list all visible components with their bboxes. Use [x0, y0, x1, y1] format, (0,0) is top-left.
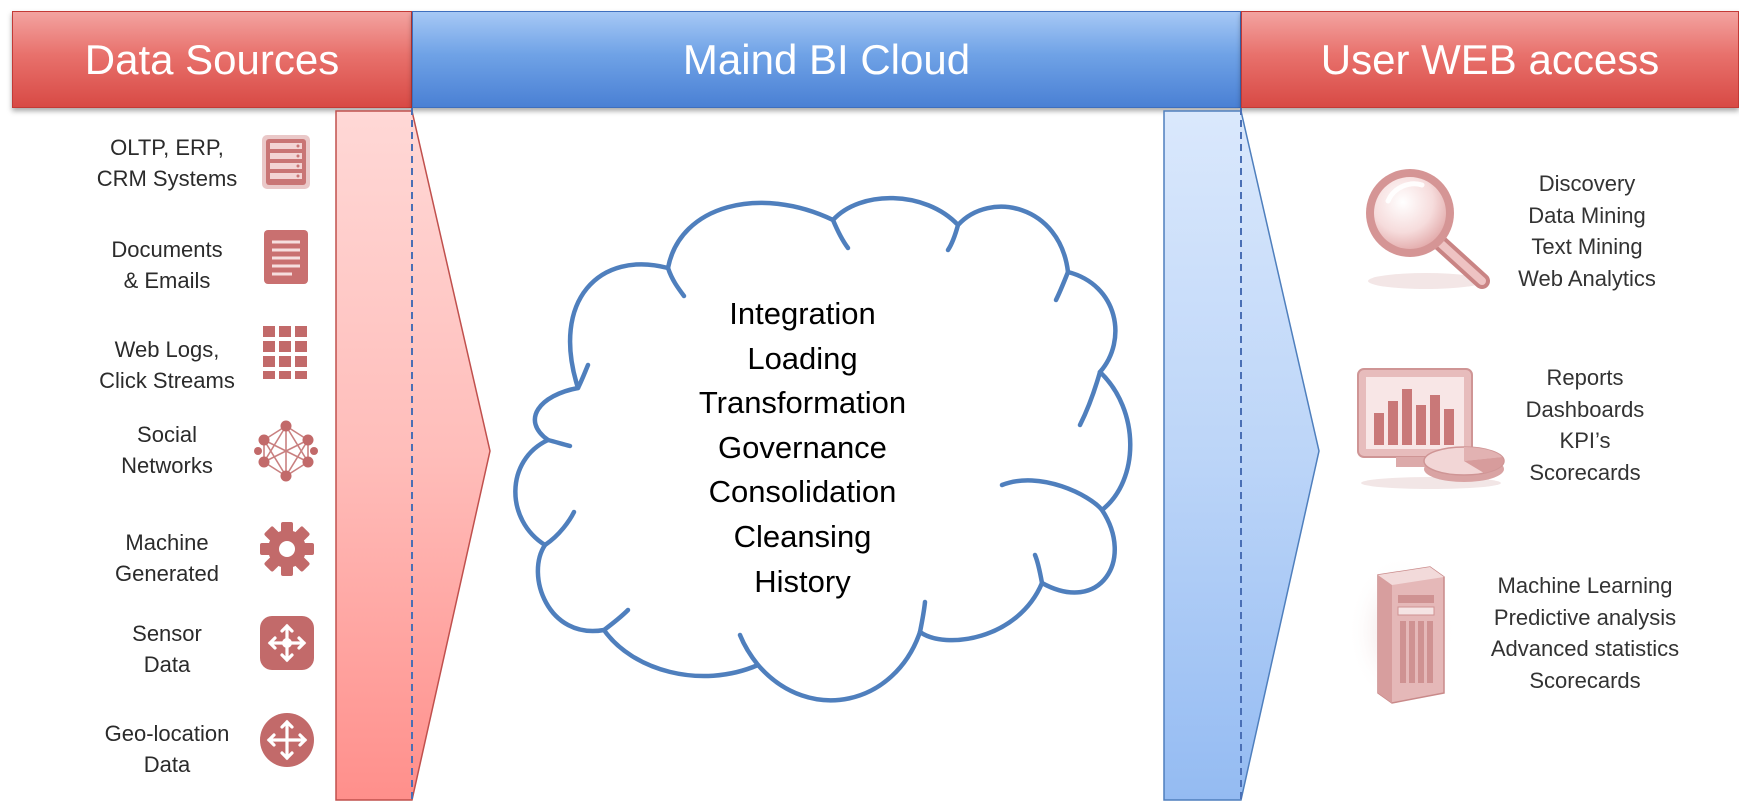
source-label-line: Data — [143, 652, 191, 677]
output-label-line: Web Analytics — [1518, 265, 1656, 291]
source-label-documents: Documents & Emails — [72, 234, 262, 296]
server-stack-icon — [260, 133, 312, 191]
source-label-line: Geo-location — [104, 721, 230, 746]
source-label-line: OLTP, ERP, — [110, 135, 224, 160]
output-label-line: Machine Learning — [1497, 573, 1673, 598]
output-label-machine-learning: Machine Learning Predictive analysis Adv… — [1470, 570, 1700, 696]
sensor-icon — [258, 614, 316, 672]
output-label-line: Scorecards — [1529, 459, 1641, 485]
server-tower-icon — [1348, 555, 1456, 707]
cloud-item: Cleansing — [733, 518, 872, 554]
banner-data-sources-label: Data Sources — [84, 35, 340, 83]
banner-data-sources: Data Sources — [12, 11, 412, 108]
source-label-line: & Emails — [123, 268, 211, 293]
cloud-inner-curve — [542, 509, 577, 548]
magnifier-icon — [1360, 163, 1492, 293]
cloud-inner-curve — [945, 222, 961, 253]
cloud-inner-curve — [830, 217, 851, 251]
source-label-line: Social — [137, 422, 197, 447]
cloud-inner-curve — [917, 599, 928, 635]
source-label-line: Networks — [121, 453, 213, 478]
output-label-line: Advanced statistics — [1490, 636, 1680, 661]
cloud-item: Integration — [729, 296, 876, 331]
cloud-item: Governance — [718, 429, 887, 465]
cloud-inner-curve — [1032, 552, 1045, 586]
source-label-line: Click Streams — [99, 368, 235, 393]
cloud-item: Loading — [747, 340, 858, 376]
cloud-inner-curve — [665, 265, 687, 299]
grid-icon — [260, 323, 312, 381]
banner-bi-cloud: Maind BI Cloud — [412, 11, 1241, 108]
cloud-item: History — [754, 563, 851, 599]
network-icon — [254, 420, 318, 482]
output-label-line: Data Mining — [1528, 202, 1646, 228]
cloud-item: Consolidation — [708, 474, 897, 510]
processing-cloud — [513, 195, 1133, 703]
source-label-line: Generated — [115, 561, 219, 586]
source-label-sensor: Sensor Data — [72, 618, 262, 680]
source-label-line: Sensor — [132, 621, 202, 646]
cloud-inner-curve — [1077, 369, 1103, 428]
source-label-line: Machine — [125, 530, 209, 555]
banner-user-web-access: User WEB access — [1241, 11, 1739, 108]
compass-icon — [258, 711, 316, 769]
output-label-line: Discovery — [1538, 171, 1636, 196]
cloud-inner-curve — [1053, 269, 1071, 303]
output-label-reports: Reports Dashboards KPI’s Scorecards — [1470, 362, 1700, 488]
output-label-line: Predictive analysis — [1493, 604, 1677, 630]
cloud-process-list: Integration Loading Transformation Gover… — [630, 292, 975, 604]
banner-user-web-access-label: User WEB access — [1320, 35, 1660, 83]
cloud-inner-curve — [737, 632, 761, 668]
source-label-line: Data — [143, 752, 191, 777]
web-access-arrow — [1163, 110, 1320, 801]
output-label-line: Scorecards — [1529, 667, 1641, 693]
cloud-inner-curve — [999, 478, 1105, 513]
source-label-weblogs: Web Logs, Click Streams — [72, 334, 262, 396]
source-label-line: Documents — [111, 237, 223, 262]
cloud-inner-curve — [575, 362, 591, 391]
output-label-line: Dashboards — [1525, 396, 1645, 422]
cloud-item: Transformation — [698, 385, 907, 421]
source-label-oltp: OLTP, ERP, CRM Systems — [72, 132, 262, 194]
source-label-machine: Machine Generated — [72, 527, 262, 589]
output-label-line: Text Mining — [1531, 234, 1643, 259]
source-label-social: Social Networks — [72, 419, 262, 481]
cloud-inner-curve — [601, 607, 631, 633]
source-label-line: CRM Systems — [96, 166, 238, 191]
gear-icon — [258, 520, 316, 578]
output-label-line: KPI’s — [1559, 428, 1611, 453]
cloud-inner-curve — [545, 437, 573, 449]
source-label-geo: Geo-location Data — [72, 718, 262, 780]
banner-bi-cloud-label: Maind BI Cloud — [682, 35, 971, 83]
source-label-line: Web Logs, — [114, 337, 220, 362]
output-label-line: Reports — [1546, 365, 1624, 390]
document-icon — [260, 228, 312, 286]
output-label-discovery: Discovery Data Mining Text Mining Web An… — [1472, 168, 1702, 294]
data-sources-arrow — [335, 110, 491, 801]
dashboard-chart-icon — [1356, 365, 1506, 490]
